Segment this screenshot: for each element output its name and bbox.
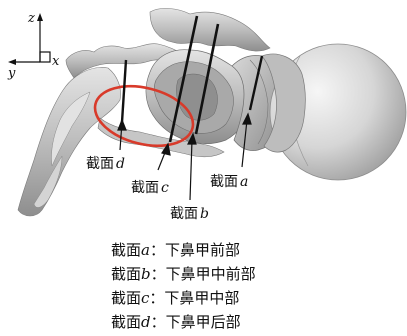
legend-prefix: 截面 <box>111 265 141 283</box>
legend-desc: ：下鼻甲中部 <box>149 289 239 307</box>
legend-item-c: 截面c：下鼻甲中部 <box>111 286 311 310</box>
legend-prefix: 截面 <box>111 241 141 259</box>
legend-item-b: 截面b：下鼻甲中前部 <box>111 262 311 286</box>
legend-desc: ：下鼻甲后部 <box>151 313 241 331</box>
x-axis-label: x <box>52 54 60 69</box>
legend-prefix: 截面 <box>111 289 141 307</box>
legend-var: a <box>141 241 150 259</box>
legend-item-d: 截面d：下鼻甲后部 <box>111 310 311 334</box>
legend-desc: ：下鼻甲中前部 <box>151 265 256 283</box>
legend-prefix: 截面 <box>111 313 141 331</box>
y-axis-label: y <box>7 66 16 81</box>
legend-item-a: 截面a：下鼻甲前部 <box>111 238 311 262</box>
section-line-d <box>122 60 126 122</box>
legend: 截面a：下鼻甲前部 截面b：下鼻甲中前部 截面c：下鼻甲中部 截面d：下鼻甲后部 <box>111 238 311 334</box>
sphere <box>262 44 406 180</box>
legend-var: d <box>141 313 151 331</box>
legend-desc: ：下鼻甲前部 <box>150 241 240 259</box>
legend-var: b <box>141 265 151 283</box>
axis-indicator: z y x <box>7 11 60 81</box>
z-axis-label: z <box>27 11 35 26</box>
